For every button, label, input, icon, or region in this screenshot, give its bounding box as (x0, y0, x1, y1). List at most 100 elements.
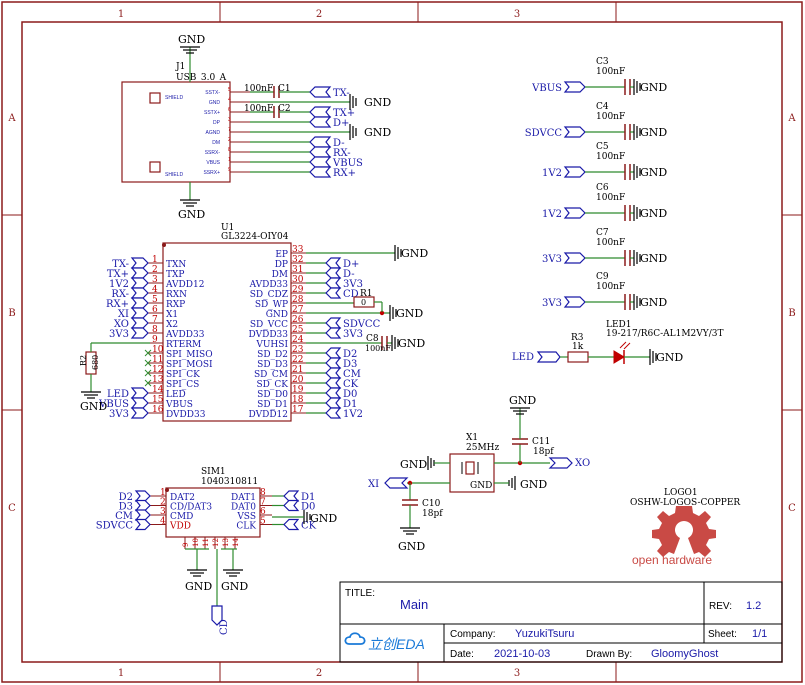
sim-pin-number: 10 (192, 538, 200, 547)
r2-value: 680 (91, 355, 100, 370)
u1-pin-name: DVDD12 (249, 410, 288, 420)
j1-pin-name: SSTX+ (204, 110, 220, 116)
logo-ref: LOGO1 (664, 488, 698, 498)
u1-pin-name: X2 (166, 320, 178, 330)
j1-pin-number: 6 (228, 107, 231, 113)
u1-pin-name: DVDD33 (249, 330, 289, 340)
cap-ref: C5 (596, 142, 609, 152)
j1-pin-number: 9 (228, 167, 231, 173)
cap-value: 100nF (596, 112, 625, 122)
u1-pin-number: 30 (292, 275, 304, 285)
c1-value: 100nF (244, 84, 273, 94)
r2-ref: R2 (79, 355, 88, 366)
u1-net-label: D- (343, 269, 355, 280)
u1-pin-number: 21 (292, 365, 303, 375)
j1-pin-number: 5 (228, 87, 231, 93)
j1-gnd-bottom-label: GND (178, 208, 205, 221)
u1-pin-number: 28 (292, 295, 304, 305)
gnd-label: GND (640, 296, 667, 309)
u1-pin-name: VUHSI (255, 340, 288, 350)
cap-value: 100nF (596, 67, 625, 77)
sim-pin-number: 11 (202, 538, 210, 547)
c8-value: 100nF (365, 344, 391, 353)
j1-pin-number: 7 (228, 127, 231, 133)
u1-pin-number: 25 (292, 325, 304, 335)
j1-pin-name: DM (212, 140, 220, 146)
sheet-label: Sheet: (708, 629, 737, 640)
u1-pin-number: 5 (152, 295, 158, 305)
u1-pin-number: 6 (152, 305, 158, 315)
j1-pin-name: VBUS (206, 160, 220, 166)
frame-row-b-right: B (788, 308, 795, 319)
j1-part: USB_3.0_A (176, 73, 227, 83)
j1-pin-name: SSRX+ (203, 170, 220, 176)
u1-net-label: CD (343, 289, 359, 300)
cap-ref: C3 (596, 57, 609, 67)
u1-pin-name: SD_WP (255, 300, 288, 310)
cap-net-label: 3V3 (542, 254, 562, 265)
u1-pin-name: X1 (166, 310, 178, 320)
cap-value: 100nF (596, 238, 625, 248)
c11-value: 18pf (533, 447, 554, 457)
u1-pin-name: SD_D1 (257, 400, 288, 410)
u1-pin-number: 8 (152, 325, 158, 335)
drawn-by-label: Drawn By: (586, 649, 632, 660)
j1-shield-bottom: SHIELD (165, 172, 183, 178)
u1-pin-number: 15 (152, 395, 164, 405)
u1-pin-number: 27 (292, 305, 304, 315)
j1-pin-name: SSTX- (205, 90, 220, 96)
net-rx-plus: RX+ (333, 168, 356, 179)
u1-pin-name: SPI_CS (166, 380, 199, 390)
j1-pin-name: GND (209, 100, 221, 106)
u1-pin-number: 23 (292, 345, 304, 355)
u1-pin-number: 20 (292, 375, 304, 385)
sim-cd-net: CD (219, 619, 230, 635)
logo-text: open hardware (632, 553, 712, 567)
sim-pin-number: 7 (260, 498, 266, 508)
sim1-ref: SIM1 (201, 467, 226, 477)
cap-ref: C4 (596, 102, 609, 112)
u1-pin-name: SPI_MISO (166, 350, 213, 360)
u1-net-label: D1 (343, 399, 357, 410)
u1-net-label: D+ (343, 259, 359, 270)
u1-pin-number: 14 (152, 385, 164, 395)
u1-pin-number: 31 (292, 265, 303, 275)
frame-col-3-bottom: 3 (514, 668, 520, 679)
x1-gnd-right: GND (520, 478, 547, 491)
usb-gnd-1: GND (364, 96, 391, 109)
sim-pin-number: 5 (260, 517, 266, 527)
led-circuit[interactable]: LED R3 1k GND LED1 19-217/R6C-AL1M2VY/3T (512, 320, 723, 365)
u1-net-label: TX+ (107, 269, 129, 280)
sim-net-label: D3 (119, 502, 133, 513)
r1-ref: R1 (360, 289, 373, 299)
u1-pin-name: SPI_CK (166, 370, 200, 380)
cap-net-label: 3V3 (542, 298, 562, 309)
usb-gnd-2: GND (364, 126, 391, 139)
gnd-label: GND (640, 252, 667, 265)
u1-pin-name: AVDD12 (165, 280, 204, 290)
led-gnd: GND (656, 351, 683, 364)
u1-net-label: 1V2 (343, 409, 363, 420)
rev-label: REV: (709, 601, 732, 612)
u1-pin-name: SD_CK (257, 380, 289, 390)
crystal-x1[interactable]: X1 25MHz GND GND GND GND C11 18pf XO XI (368, 394, 590, 553)
u1-net-label: LED (107, 389, 129, 400)
u1-pin-name: SD_D2 (257, 350, 288, 360)
c11-ref: C11 (532, 437, 550, 447)
sim-net-label: CM (115, 511, 133, 522)
sim1-part: 1040310811 (201, 477, 258, 487)
sim-pin-number: 9 (182, 543, 190, 547)
u1-pin-name: RXP (166, 300, 185, 310)
sim-pin-number: 14 (232, 538, 240, 547)
u1-pin-name: RXN (166, 290, 187, 300)
frame-col-2-top: 2 (316, 9, 322, 20)
net-vbus: VBUS (332, 158, 363, 169)
title-block: TITLE: Main REV: 1.2 立创EDA Company: Yuzu… (339, 581, 783, 663)
u1-pin-number: 16 (152, 405, 164, 415)
u1-pin-number: 33 (292, 245, 304, 255)
r3-value: 1k (572, 342, 584, 352)
